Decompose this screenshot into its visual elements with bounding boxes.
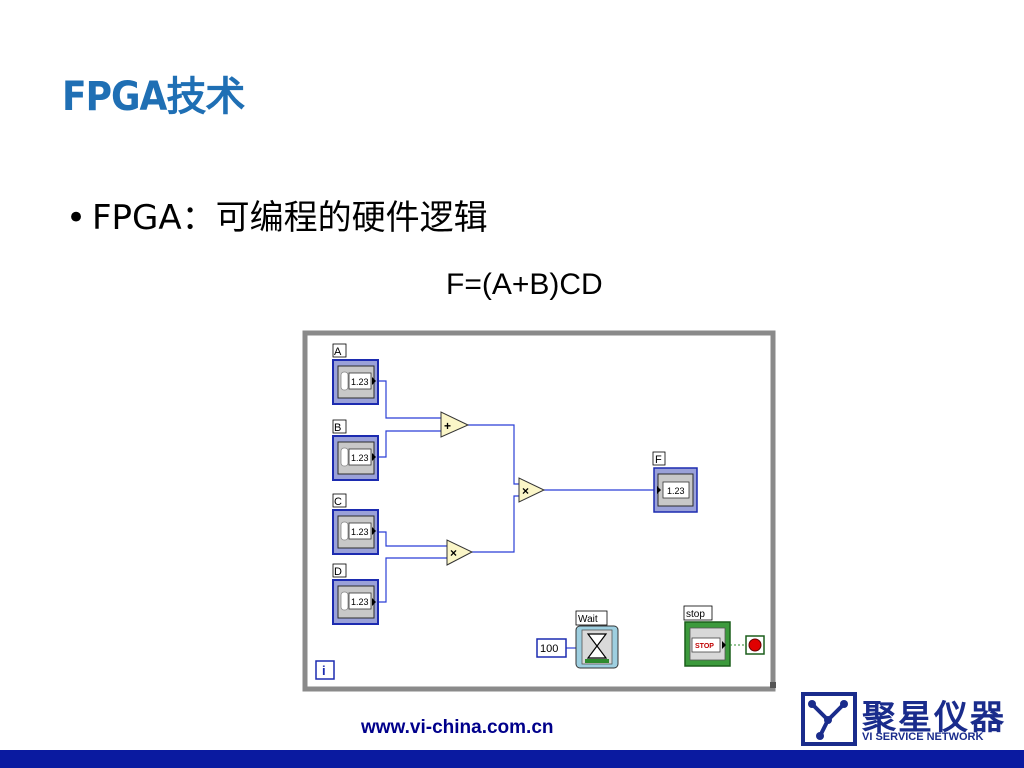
control-c-value: 1.23 (351, 527, 369, 537)
bullet-text: FPGA：可编程的硬件逻辑 (92, 198, 488, 238)
stop-condition-terminal (745, 635, 765, 655)
logo-chinese-text: 聚星仪器 (862, 698, 1006, 738)
hourglass-icon (586, 633, 608, 659)
slide-title: FPGA技术 (62, 74, 245, 120)
control-d[interactable]: D 1.23 (332, 563, 379, 625)
formula: F=(A+B)CD (446, 268, 603, 301)
control-b[interactable]: B 1.23 (332, 419, 379, 481)
wait-constant[interactable]: 100 (536, 638, 567, 658)
block-diagram: A 1.23 B 1.23 C 1.23 D 1.23 (302, 330, 776, 692)
bullet-dot: • (66, 198, 87, 238)
iteration-terminal: i (315, 660, 335, 680)
control-c-label: C (334, 496, 342, 508)
multiply-symbol-cd: × (450, 546, 457, 560)
stop-control[interactable]: stop STOP (683, 605, 731, 667)
control-a-label: A (334, 346, 342, 358)
logo-english-text: VI SERVICE NETWORK (862, 731, 984, 743)
indicator-f-label: F (655, 454, 662, 466)
bullet-item: •FPGA：可编程的硬件逻辑 (66, 190, 488, 239)
company-logo (801, 692, 857, 746)
multiply-node-final[interactable]: × (518, 477, 546, 503)
indicator-f-value: 1.23 (667, 486, 685, 496)
control-d-label: D (334, 566, 342, 578)
while-loop-frame (302, 330, 776, 692)
iteration-label: i (322, 663, 326, 678)
wait-label: Wait (578, 614, 598, 625)
control-d-value: 1.23 (351, 597, 369, 607)
wait-function[interactable]: Wait (575, 610, 619, 669)
footer-url[interactable]: www.vi-china.com.cn (361, 717, 554, 738)
control-b-label: B (334, 422, 341, 434)
control-c[interactable]: C 1.23 (332, 493, 379, 555)
indicator-f[interactable]: F 1.23 (652, 451, 698, 513)
control-a-value: 1.23 (351, 377, 369, 387)
add-node[interactable]: + (440, 411, 470, 438)
wires (378, 380, 656, 649)
multiply-node-cd[interactable]: × (446, 539, 474, 566)
stop-button-text: STOP (695, 643, 714, 650)
multiply-symbol-final: × (522, 484, 529, 498)
control-a[interactable]: A 1.23 (332, 343, 379, 405)
wait-constant-value: 100 (540, 643, 558, 655)
control-b-value: 1.23 (351, 453, 369, 463)
footer-bar (0, 750, 1024, 768)
add-symbol: + (444, 419, 451, 433)
stop-label: stop (686, 609, 705, 620)
